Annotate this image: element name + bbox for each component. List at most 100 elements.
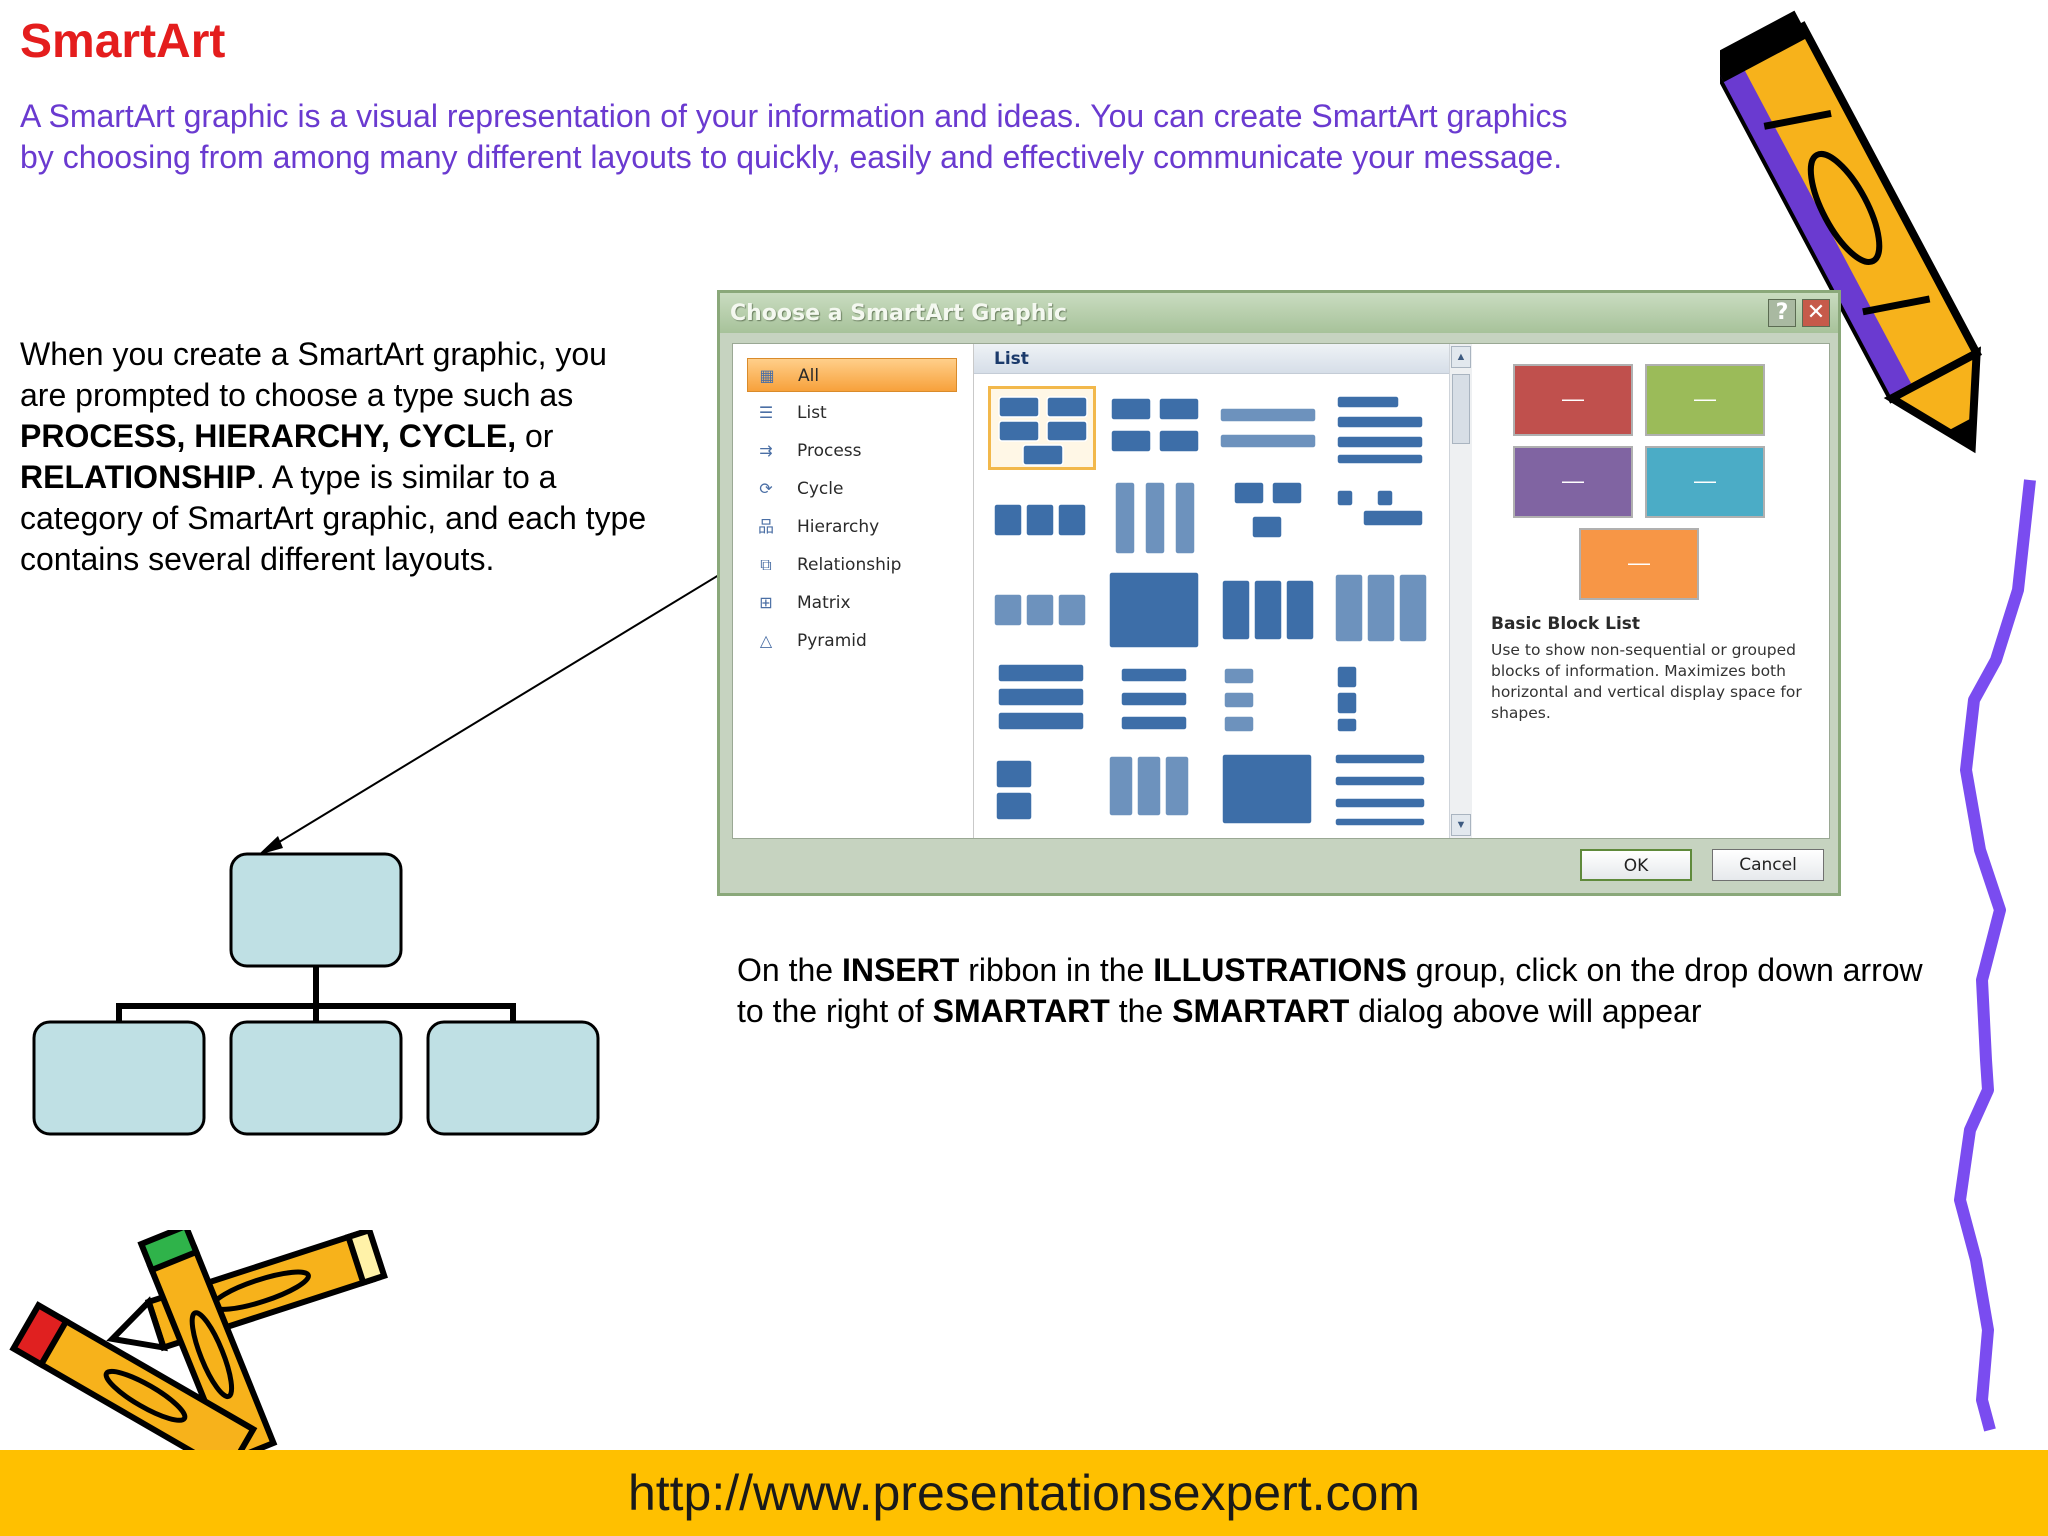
category-label: Relationship xyxy=(797,555,902,575)
layout-preview-icon xyxy=(997,663,1085,731)
decorative-squiggle xyxy=(1954,479,2036,1432)
category-item-list[interactable]: ☰ List xyxy=(747,396,957,430)
process-icon: ⇉ xyxy=(759,441,773,460)
layout-thumbnail[interactable] xyxy=(988,566,1096,650)
layout-thumbnail[interactable] xyxy=(1327,566,1435,650)
ok-button[interactable]: OK xyxy=(1580,849,1692,881)
bold-run: PROCESS, HIERARCHY, CYCLE, xyxy=(20,418,517,454)
text-run: When you create a SmartArt graphic, you … xyxy=(20,336,607,413)
layout-preview-icon xyxy=(998,396,1088,466)
text-run: On the xyxy=(737,952,842,988)
bold-run: RELATIONSHIP xyxy=(20,459,256,495)
pencil-clipart-right xyxy=(1720,10,1983,454)
layout-thumbnail[interactable] xyxy=(988,746,1096,830)
list-icon: ☰ xyxy=(758,403,774,422)
preview-description: Use to show non-sequential or grouped bl… xyxy=(1491,641,1802,722)
category-label: Process xyxy=(797,441,862,461)
slide-title: SmartArt xyxy=(20,15,226,68)
hierarchy-icon: 品 xyxy=(757,517,774,536)
layout-preview-icon xyxy=(1334,573,1428,643)
layout-preview-icon xyxy=(1108,571,1200,649)
type-description-paragraph: When you create a SmartArt graphic, you … xyxy=(20,334,660,580)
matrix-icon: ⊞ xyxy=(759,593,773,612)
category-item-pyramid[interactable]: △ Pyramid xyxy=(747,624,957,658)
layout-thumbnail[interactable] xyxy=(988,476,1096,560)
text-run: ribbon in the xyxy=(959,952,1154,988)
dialog-titlebar: Choose a SmartArt Graphic ? ✕ xyxy=(720,293,1838,333)
help-button[interactable]: ? xyxy=(1768,299,1796,327)
relationship-icon: ⧉ xyxy=(760,555,772,574)
category-item-relationship[interactable]: ⧉ Relationship xyxy=(747,548,957,582)
layout-thumbnail[interactable] xyxy=(988,386,1096,470)
category-label: Cycle xyxy=(797,479,844,499)
category-item-process[interactable]: ⇉ Process xyxy=(747,434,957,468)
layout-thumbnail[interactable] xyxy=(1214,386,1322,470)
layout-preview-icon xyxy=(1114,481,1196,555)
layout-preview-icon xyxy=(1334,753,1426,827)
layout-thumbnail[interactable] xyxy=(988,656,1096,740)
footer-url[interactable]: http://www.presentationsexpert.com xyxy=(627,1465,1421,1521)
preview-block: — xyxy=(1645,446,1765,518)
text-run: . A type is similar to a category of Sma… xyxy=(20,459,647,577)
all-icon: ▦ xyxy=(759,366,775,385)
category-item-cycle[interactable]: ⟳ Cycle xyxy=(747,472,957,506)
preview-block: — xyxy=(1579,528,1699,600)
layout-preview-icon xyxy=(1223,667,1255,733)
layout-thumbnail[interactable] xyxy=(1327,386,1435,470)
preview-pane: ————— Basic Block List Use to show non-s… xyxy=(1473,344,1829,838)
category-item-matrix[interactable]: ⊞Matrix xyxy=(747,586,957,620)
text-run: or xyxy=(516,418,554,454)
scroll-up-arrow-icon[interactable]: ▲ xyxy=(1451,346,1471,368)
close-button[interactable]: ✕ xyxy=(1802,299,1830,327)
layout-preview-icon xyxy=(993,503,1087,537)
layout-preview-icon xyxy=(1221,753,1313,825)
pyramid-icon: △ xyxy=(759,631,773,650)
bold-run: INSERT xyxy=(841,952,960,988)
layout-preview-icon xyxy=(993,593,1087,627)
intro-paragraph: A SmartArt graphic is a visual represent… xyxy=(20,98,1568,175)
layout-thumbnail[interactable] xyxy=(1214,476,1322,560)
layout-thumbnail[interactable] xyxy=(1214,566,1322,650)
category-label: All xyxy=(798,366,820,386)
scroll-down-arrow-icon[interactable]: ▼ xyxy=(1451,814,1471,836)
layout-thumbnail[interactable] xyxy=(1101,386,1209,470)
preview-block: — xyxy=(1513,446,1633,518)
bold-run: SMARTART xyxy=(1172,993,1350,1029)
bold-run: ILLUSTRATIONS xyxy=(1153,952,1407,988)
layout-preview-icon xyxy=(1108,755,1190,817)
text-run: group, click on the drop down arrow to t… xyxy=(737,952,1923,1029)
layout-thumbnail[interactable] xyxy=(1101,746,1209,830)
layout-preview-icon xyxy=(1336,395,1424,465)
layout-preview-icon xyxy=(1221,579,1315,641)
layout-thumbnail[interactable] xyxy=(1214,656,1322,740)
cycle-icon: ⟳ xyxy=(759,479,773,498)
cancel-button[interactable]: Cancel xyxy=(1712,849,1824,881)
layout-preview-icon xyxy=(1110,397,1200,453)
layout-thumbnail[interactable] xyxy=(1327,476,1435,560)
org-connectors xyxy=(116,965,516,1022)
org-box-middle xyxy=(229,1020,403,1136)
layout-preview-icon xyxy=(1219,407,1317,449)
layout-thumbnail[interactable] xyxy=(1101,656,1209,740)
preview-title: Basic Block List xyxy=(1491,614,1641,634)
scroll-thumb[interactable] xyxy=(1452,374,1470,444)
layout-thumbnail[interactable] xyxy=(1327,746,1435,830)
layout-thumbnail[interactable] xyxy=(1327,656,1435,740)
layout-thumbnail[interactable] xyxy=(1101,566,1209,650)
layout-thumbnail[interactable] xyxy=(1101,476,1209,560)
layout-gallery-header: List xyxy=(974,344,1452,374)
category-label: Pyramid xyxy=(797,631,867,651)
gallery-scrollbar[interactable]: ▲ ▼ xyxy=(1449,344,1472,838)
org-box-left xyxy=(32,1020,206,1136)
layout-thumbnail[interactable] xyxy=(1214,746,1322,830)
layout-gallery: List ▲ ▼ xyxy=(974,344,1472,838)
dialog-title: Choose a SmartArt Graphic xyxy=(730,301,1067,326)
text-run: the xyxy=(1109,993,1173,1029)
pencils-clipart-left xyxy=(9,1230,388,1455)
category-label: List xyxy=(797,403,827,423)
category-item-all[interactable]: ▦ All xyxy=(747,358,957,392)
footer-bar: http://www.presentationsexpert.com xyxy=(0,1450,2048,1536)
